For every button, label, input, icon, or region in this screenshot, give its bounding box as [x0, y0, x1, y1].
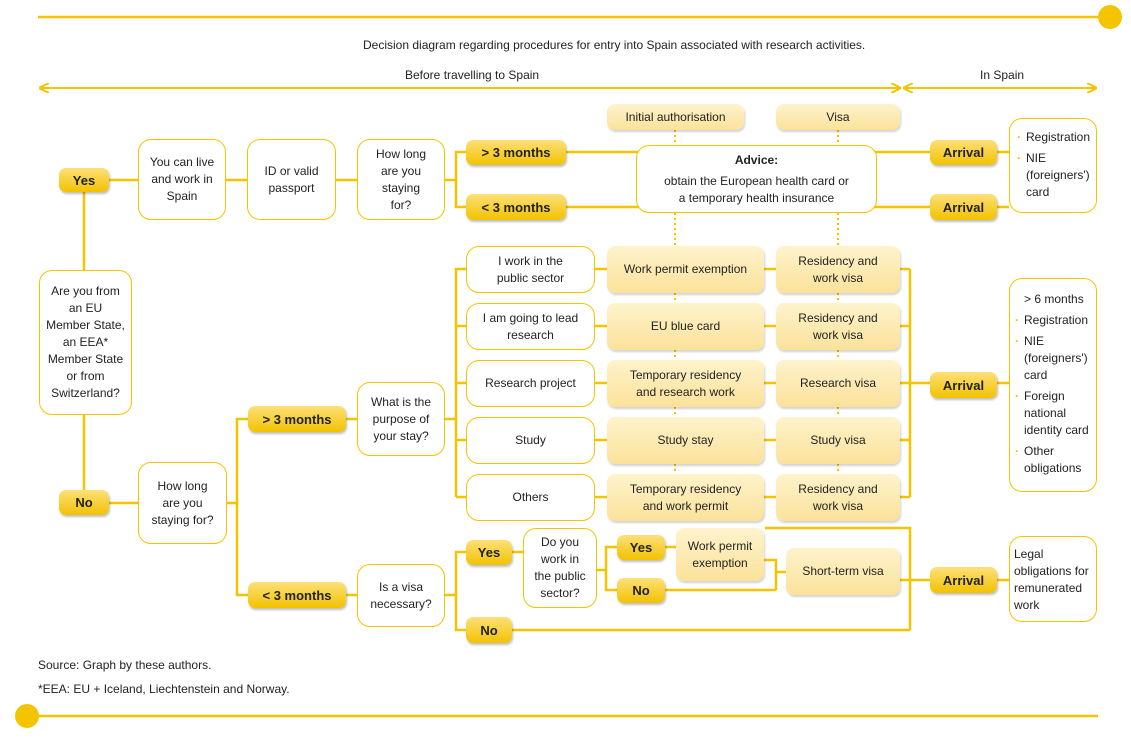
visa-residency-work-3: Residency and work visa: [776, 474, 900, 521]
outcome-item: Registration: [1016, 129, 1090, 146]
visa-residency-work-2: Residency and work visa: [776, 303, 900, 350]
permit-temporary-work: Temporary residency and work permit: [607, 474, 764, 521]
lt3-eu-node: < 3 months: [466, 194, 566, 220]
purpose-others: Others: [466, 474, 595, 521]
visa-research: Research visa: [776, 360, 900, 407]
source-note: Source: Graph by these authors.: [38, 658, 212, 672]
arrival-non-eu-long-node: Arrival: [930, 372, 997, 398]
yes-node: Yes: [59, 168, 109, 192]
ps-no-node: No: [617, 578, 665, 603]
connector: [604, 570, 617, 592]
connector: [765, 526, 912, 580]
arrival-non-eu-short-node: Arrival: [930, 567, 997, 593]
eea-note: *EEA: EU + Iceland, Liechtenstein and No…: [38, 682, 290, 696]
outcome-item: Registration: [1014, 312, 1090, 329]
purpose-research-project: Research project: [466, 360, 595, 407]
visa-necessary-node: Is a visa necessary?: [357, 564, 445, 627]
permit-work-exemption: Work permit exemption: [607, 246, 764, 293]
outcome-header: > 6 months: [1024, 292, 1084, 306]
connector: [227, 417, 248, 505]
outcome-item: NIE (foreigners') card: [1014, 333, 1090, 384]
connector: [445, 150, 466, 182]
eu-long-outcome-list: Registration NIE (foreigners') card: [1009, 118, 1097, 213]
bottom-dot: [15, 704, 39, 728]
connector: [454, 180, 466, 209]
initial-authorisation-label: Initial authorisation: [607, 104, 744, 130]
permit-study-stay: Study stay: [607, 417, 764, 464]
short-term-visa-node: Short-term visa: [786, 548, 900, 595]
live-work-node: You can live and work in Spain: [138, 139, 226, 220]
advice-title: Advice:: [734, 152, 779, 167]
purpose-study: Study: [466, 417, 595, 464]
ps-exemption-node: Work permit exemption: [676, 528, 764, 581]
gt3-eu-node: > 3 months: [466, 140, 566, 165]
connector: [764, 558, 778, 590]
phase-in-spain-label: In Spain: [980, 68, 1025, 82]
connector: [445, 550, 466, 597]
outcome-item: Foreign national identity card: [1014, 388, 1090, 439]
connector: [454, 595, 466, 632]
how-long-eu-node: How long are you staying for?: [357, 139, 445, 220]
public-sector-question-node: Do you work in the public sector?: [523, 528, 597, 608]
visa-yes-node: Yes: [466, 540, 512, 565]
lt3-non-eu-node: < 3 months: [248, 582, 346, 608]
outcome-item: NIE (foreigners') card: [1016, 150, 1090, 201]
advice-node: Advice: obtain the European health card …: [636, 145, 877, 213]
diagram-title: Decision diagram regarding procedures fo…: [363, 38, 866, 52]
id-passport-node: ID or valid passport: [247, 139, 336, 220]
advice-text: obtain the European health card or a tem…: [664, 173, 849, 205]
eu-question-node: Are you from an EU Member State, an EEA*…: [39, 270, 132, 415]
visa-no-node: No: [466, 617, 512, 643]
connector: [235, 503, 248, 597]
purpose-question-node: What is the purpose of your stay?: [357, 382, 445, 456]
purpose-public-sector: I work in the public sector: [466, 246, 595, 293]
visa-residency-work-1: Residency and work visa: [776, 246, 900, 293]
gt3-non-eu-node: > 3 months: [248, 406, 346, 432]
connector: [445, 267, 466, 421]
top-dot: [1098, 5, 1122, 29]
arrival-eu-short-node: Arrival: [930, 194, 997, 220]
arrival-eu-long-node: Arrival: [930, 140, 997, 165]
non-eu-short-outcome: Legal obligations for remunerated work: [1009, 536, 1097, 622]
no-node: No: [59, 490, 109, 515]
connector: [597, 545, 617, 572]
ps-yes-node: Yes: [617, 535, 665, 560]
permit-temporary-research: Temporary residency and research work: [607, 360, 764, 407]
visa-study: Study visa: [776, 417, 900, 464]
purpose-lead-research: I am going to lead research: [466, 303, 595, 350]
non-eu-long-outcome-list: > 6 months Registration NIE (foreigners'…: [1009, 278, 1097, 492]
permit-eu-blue-card: EU blue card: [607, 303, 764, 350]
how-long-non-eu-node: How long are you staying for?: [138, 462, 227, 544]
phase-before-label: Before travelling to Spain: [405, 68, 540, 82]
visa-label: Visa: [776, 104, 900, 130]
outcome-item: Other obligations: [1014, 443, 1090, 477]
